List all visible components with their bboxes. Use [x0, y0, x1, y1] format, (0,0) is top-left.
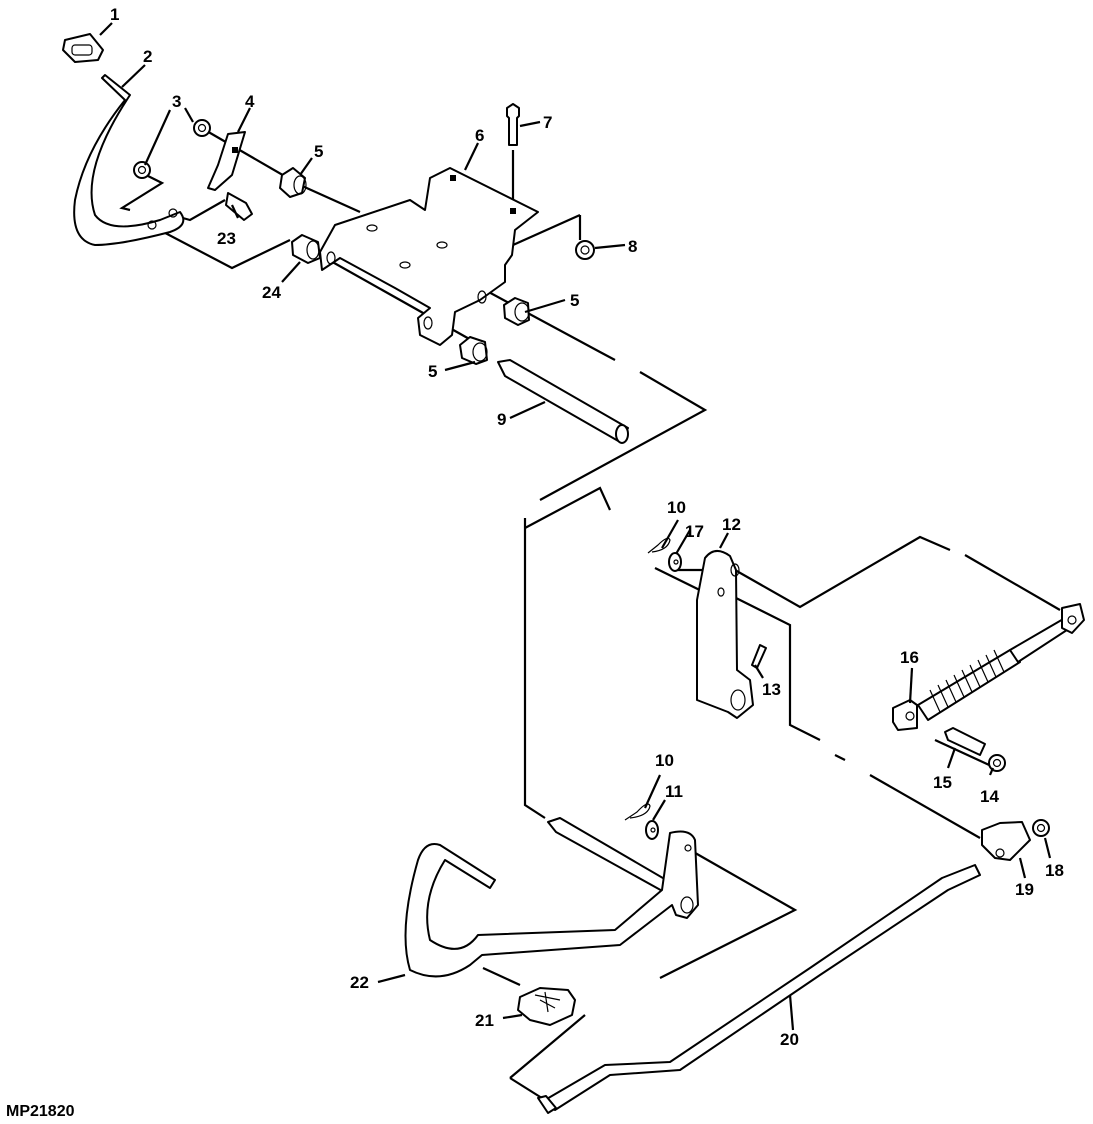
part-9-shaft[interactable]	[497, 359, 629, 444]
part-23-pin[interactable]	[225, 192, 253, 221]
part-18-nut[interactable]	[1032, 819, 1050, 837]
part-5-bushing-c[interactable]	[459, 336, 488, 365]
part-10-clip-upper[interactable]	[647, 537, 671, 554]
callout-labels: 1 2 3 3 4 5 5 5 6 7 8 9 10 10 11 12 13 1…	[6, 5, 1064, 1120]
callout-24: 24	[262, 283, 281, 302]
part-6-plate[interactable]	[319, 167, 539, 346]
part-21-pad[interactable]	[517, 987, 576, 1026]
leader-lines	[99, 22, 1052, 1031]
callout-9: 9	[497, 410, 506, 429]
part-19-rod-end[interactable]	[981, 821, 1031, 861]
figure-id: MP21820	[6, 1103, 75, 1120]
part-14-nut[interactable]	[988, 754, 1006, 772]
callout-10-upper: 10	[667, 498, 686, 517]
part-1-pad[interactable]	[62, 33, 104, 63]
callout-22: 22	[350, 973, 369, 992]
part-22-pedal[interactable]	[404, 817, 699, 978]
callout-10-lower: 10	[655, 751, 674, 770]
part-5-bushing-b[interactable]	[503, 297, 530, 326]
part-3-nut-lower[interactable]	[133, 161, 151, 179]
callout-15: 15	[933, 773, 952, 792]
callout-20: 20	[780, 1030, 799, 1049]
callout-21: 21	[475, 1011, 494, 1030]
callout-12: 12	[722, 515, 741, 534]
part-16-spring-rod[interactable]	[892, 603, 1085, 731]
callout-8: 8	[628, 237, 637, 256]
callout-5-b: 5	[570, 291, 579, 310]
callout-5-a: 5	[314, 142, 323, 161]
callout-18: 18	[1045, 861, 1064, 880]
callout-13: 13	[762, 680, 781, 699]
part-12-lever[interactable]	[696, 550, 754, 719]
part-17-washer[interactable]	[668, 552, 682, 572]
callout-19: 19	[1015, 880, 1034, 899]
callout-11: 11	[665, 782, 683, 801]
part-24-bushing[interactable]	[291, 234, 321, 264]
callout-16: 16	[900, 648, 919, 667]
part-11-washer[interactable]	[645, 820, 659, 840]
callout-2: 2	[143, 47, 152, 66]
part-4-bracket[interactable]	[207, 131, 246, 191]
callout-7: 7	[543, 113, 552, 132]
part-2-pedal[interactable]	[73, 74, 185, 246]
callout-14: 14	[980, 787, 999, 806]
part-3-nut-upper[interactable]	[193, 119, 211, 137]
part-10-clip-lower[interactable]	[624, 803, 651, 821]
callout-1: 1	[110, 5, 119, 24]
assembly-lines	[119, 129, 1061, 1101]
callout-5-c: 5	[428, 362, 437, 381]
part-5-bushing-a[interactable]	[279, 167, 307, 198]
part-15-bolt[interactable]	[944, 727, 986, 756]
callout-4: 4	[245, 92, 255, 111]
part-7-bolt[interactable]	[506, 103, 520, 146]
callout-17: 17	[685, 522, 704, 541]
callout-3-upper: 3	[172, 92, 181, 111]
callout-6: 6	[475, 126, 484, 145]
part-8-nut[interactable]	[575, 240, 595, 260]
part-20-rod[interactable]	[537, 864, 981, 1114]
callout-23: 23	[217, 229, 236, 248]
part-13-roll-pin[interactable]	[751, 644, 767, 669]
